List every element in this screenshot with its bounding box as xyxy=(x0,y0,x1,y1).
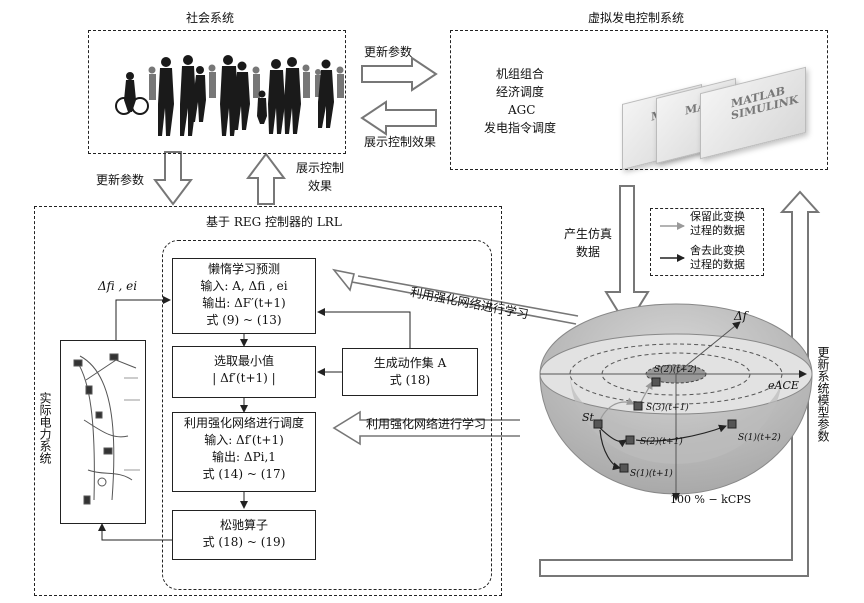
legend-discard-2: 过程的数据 xyxy=(690,258,745,271)
power-system-frame xyxy=(60,340,146,524)
rl-learn-arrow-lower xyxy=(332,410,520,446)
state-s2-t1: S(2)(t+1) xyxy=(640,437,683,447)
show-effect-arrow-up xyxy=(246,152,286,205)
virtual-control-frame xyxy=(450,30,828,170)
rl-output: 输出: ΔPi,1 xyxy=(212,450,276,464)
sim-data-arrow-down xyxy=(604,185,650,328)
rl-title: 利用强化网络进行调度 xyxy=(183,416,304,430)
mid-show-effect-label-2: 效果 xyxy=(308,179,333,193)
update-model-label: 更新系统模型参数 xyxy=(816,346,830,442)
axis-k-label: 100 % − kCPS xyxy=(670,493,752,506)
rl-learn-arrow-upper xyxy=(332,268,577,325)
relax-title: 松驰算子 xyxy=(219,518,268,532)
state-space-hemisphere xyxy=(539,303,813,501)
virtual-control-item-3: 发电指令调度 xyxy=(484,121,557,135)
lazy-title: 懒惰学习预测 xyxy=(207,262,280,276)
matlab-label-3: MATLAB SIMULINK xyxy=(731,82,798,122)
power-system-label: 实际电力系统 xyxy=(38,392,52,464)
rl-learn-lower-label: 利用强化网络进行学习 xyxy=(366,417,487,431)
virtual-control-item-1: 经济调度 xyxy=(496,85,545,99)
show-effect-arrow-left xyxy=(360,100,437,136)
lazy-output: 输出: ΔF′(t+1) xyxy=(202,296,286,310)
axis-f-label: Δf xyxy=(734,309,748,323)
rl-dispatch-box: 利用强化网络进行调度 输入: Δf′(t+1) 输出: ΔPi,1 式 (14)… xyxy=(172,412,316,492)
legend-discard-1: 舍去此变换 xyxy=(690,244,745,257)
update-params-arrow-down xyxy=(153,151,193,206)
state-s1-t1: S(1)(t+1) xyxy=(630,469,673,479)
lazy-input: 输入: A, Δfi , ei xyxy=(200,279,288,293)
lrl-title: 基于 REG 控制器的 LRL xyxy=(206,215,342,229)
virtual-control-title: 虚拟发电控制系统 xyxy=(588,11,685,25)
sim-data-label-1: 产生仿真 xyxy=(564,227,613,241)
update-params-arrow-right xyxy=(361,56,438,92)
select-title: 选取最小值 xyxy=(213,354,274,368)
lazy-formula: 式 (9) ~ (13) xyxy=(206,313,282,327)
mid-show-effect-label-1: 展示控制 xyxy=(296,161,345,175)
axis-e-label: eACE xyxy=(768,379,799,392)
state-st: St xyxy=(582,411,594,424)
power-grid-schematic xyxy=(73,353,140,505)
rl-input: 输入: Δf′(t+1) xyxy=(204,433,284,447)
gen-title: 生成动作集 A xyxy=(373,356,447,370)
social-system-frame xyxy=(88,30,346,154)
legend-keep-1: 保留此变换 xyxy=(690,210,745,223)
sim-data-label-2: 数据 xyxy=(576,245,601,259)
top-show-effect-label: 展示控制效果 xyxy=(364,135,437,149)
state-s3-t1: S(3)(t+1) xyxy=(646,403,689,413)
gen-formula: 式 (18) xyxy=(389,373,431,387)
power-system-io-label: Δfi , ei xyxy=(98,279,138,293)
gen-action-box: 生成动作集 A 式 (18) xyxy=(342,348,478,396)
rl-formula: 式 (14) ~ (17) xyxy=(202,467,286,481)
relax-formula: 式 (18) ~ (19) xyxy=(202,535,286,549)
virtual-control-item-0: 机组组合 xyxy=(496,67,545,81)
top-update-params-label: 更新参数 xyxy=(364,45,413,59)
crowd-image xyxy=(115,55,344,136)
lrl-frame xyxy=(34,206,502,596)
virtual-control-item-2: AGC xyxy=(508,103,536,117)
select-min-box: 选取最小值 | Δf′(t+1) | xyxy=(172,346,316,398)
lrl-inner-frame xyxy=(162,240,492,590)
social-system-title: 社会系统 xyxy=(186,11,235,25)
mid-update-params-label: 更新参数 xyxy=(96,173,145,187)
legend-frame xyxy=(650,208,764,276)
select-formula: | Δf′(t+1) | xyxy=(212,371,276,385)
legend-keep-2: 过程的数据 xyxy=(690,224,745,237)
relaxation-box: 松驰算子 式 (18) ~ (19) xyxy=(172,510,316,560)
state-s2-t2: S(2)(t+2) xyxy=(654,365,697,375)
lazy-learning-box: 懒惰学习预测 输入: A, Δfi , ei 输出: ΔF′(t+1) 式 (9… xyxy=(172,258,316,334)
state-s1-t2: S(1)(t+2) xyxy=(738,433,781,443)
